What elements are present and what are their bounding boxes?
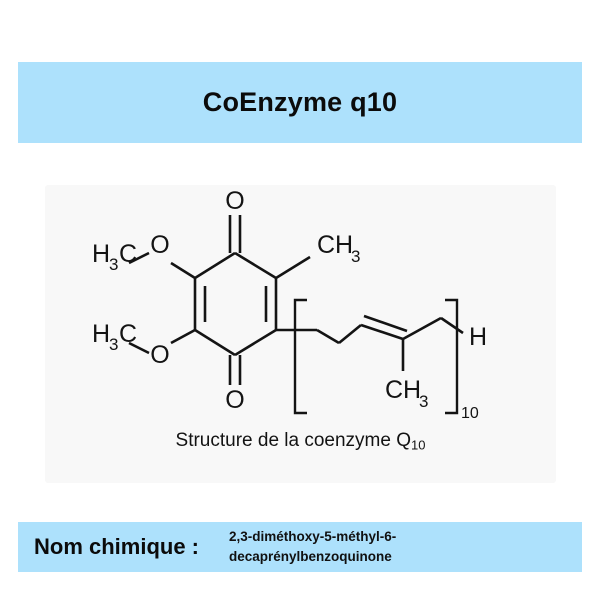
structure-caption: Structure de la coenzyme Q10 [45,430,556,453]
methoxy-upper-h-subscript: 3 [109,255,118,274]
methoxy-lower-c-label: C [119,320,137,348]
title-banner: CoEnzyme q10 [18,62,582,143]
chemical-name-value: 2,3-diméthoxy-5-méthyl-6-decaprénylbenzo… [229,529,397,564]
methoxy-lower [128,328,196,355]
ring-methyl-label: CH [317,231,353,259]
carbonyl-bottom [228,355,242,385]
chain-methyl-subscript: 3 [419,392,428,411]
methoxy-upper-c-label: C [119,240,137,268]
methoxy-upper-h-label: H [92,240,110,268]
structure-figure-panel: O O H 3 C O H 3 C O CH 3 [45,185,556,483]
repeat-bracket-right [445,298,459,415]
ring-methyl-bond [275,255,311,280]
oxygen-top-label: O [225,187,244,215]
oxygen-bottom-label: O [225,386,244,414]
chain-methyl-label: CH [385,376,421,404]
page-title: CoEnzyme q10 [202,87,398,117]
carbonyl-top [228,215,242,253]
isoprenoid-chain [276,314,464,371]
chemical-name-label: Nom chimique : [34,534,200,559]
quinone-ring [193,251,278,357]
methoxy-lower-h-subscript: 3 [109,335,118,354]
structure-caption-text: Structure de la coenzyme Q [175,430,412,451]
coenzyme-q10-structure-diagram: O O H 3 C O H 3 C O CH 3 [92,187,487,422]
ring-methyl-subscript: 3 [351,247,360,266]
repeat-count-label: 10 [461,405,479,422]
methoxy-lower-o-label: O [150,341,169,369]
repeat-bracket-left [293,298,307,415]
terminal-hydrogen-label: H [469,323,487,351]
chemical-name-banner: Nom chimique : 2,3-diméthoxy-5-méthyl-6-… [18,522,582,572]
methoxy-upper-o-label: O [150,231,169,259]
structure-caption-subscript: 10 [411,437,426,453]
methoxy-lower-h-label: H [92,320,110,348]
methoxy-upper [128,251,196,280]
